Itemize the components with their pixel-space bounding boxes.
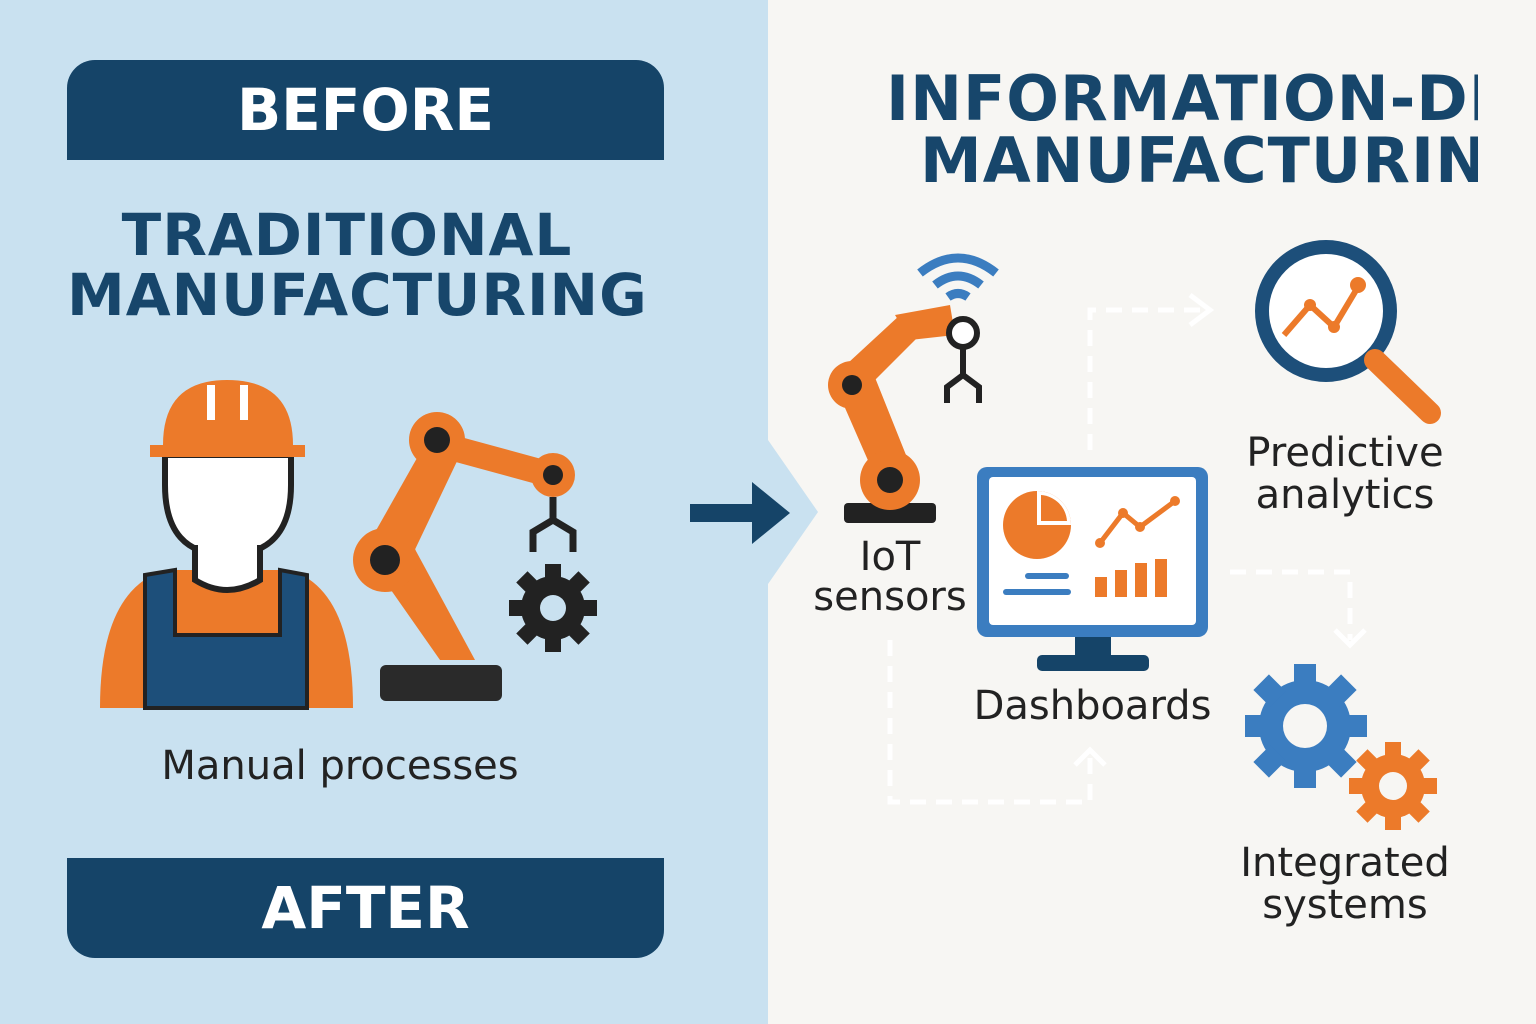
- label-line: sensors: [813, 574, 967, 620]
- dashboards-label: Dashboards: [973, 683, 1212, 729]
- before-banner: BEFORE: [67, 60, 664, 160]
- integrated-gears-icon: [1245, 664, 1437, 830]
- title-line: INFORMATION-DRI\: [886, 68, 1478, 135]
- integrated-systems-label: Integrated systems: [1220, 842, 1470, 926]
- label-line: analytics: [1255, 472, 1435, 518]
- information-driven-title: INFORMATION-DRI\ MANUFACTURING: [868, 68, 1478, 192]
- predictive-analytics-label: Predictive analytics: [1225, 432, 1465, 516]
- after-banner: AFTER: [67, 858, 664, 958]
- label-line: Integrated: [1240, 840, 1450, 886]
- title-line: MANUFACTURING: [67, 261, 648, 329]
- worker-icon: [100, 380, 353, 710]
- label-line: systems: [1262, 882, 1428, 928]
- traditional-title: TRADITIONAL MANUFACTURING: [67, 201, 648, 329]
- flow-connectors: [887, 293, 1367, 805]
- label-line: IoT: [859, 534, 921, 580]
- title-line: MANUFACTURING: [920, 124, 1478, 192]
- iot-sensors-label: IoT sensors: [810, 537, 970, 617]
- label-line: Predictive: [1246, 430, 1444, 476]
- before-panel: [0, 0, 768, 1024]
- robot-arm-icon: [353, 412, 597, 701]
- manual-processes-label: Manual processes: [161, 743, 519, 789]
- dashboard-monitor-icon: [977, 467, 1208, 671]
- iot-robot-arm-icon: [828, 253, 999, 523]
- title-line: TRADITIONAL: [121, 201, 573, 269]
- arrow-right-icon: [690, 482, 790, 544]
- predictive-magnifier-icon: [1255, 240, 1441, 424]
